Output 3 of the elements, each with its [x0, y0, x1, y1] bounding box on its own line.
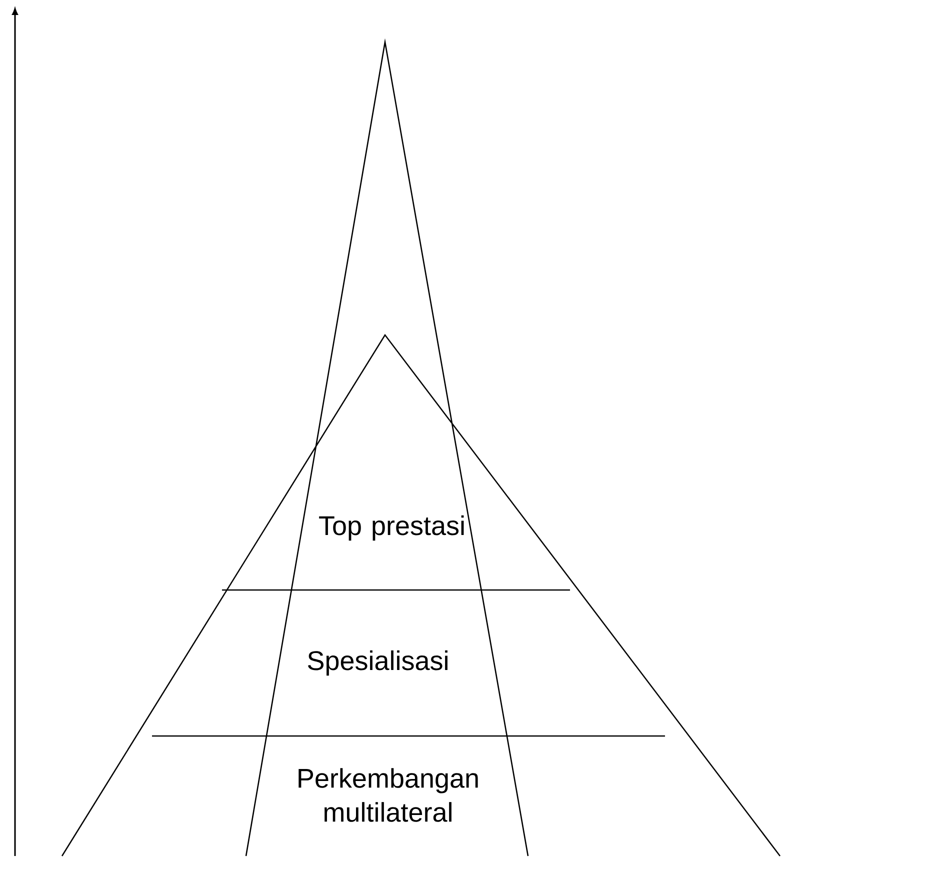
band-label: Spesialisasi [308, 650, 448, 676]
band-label: Top prestasi [319, 515, 464, 541]
band-label: Perkembangan multilateral [298, 768, 478, 822]
